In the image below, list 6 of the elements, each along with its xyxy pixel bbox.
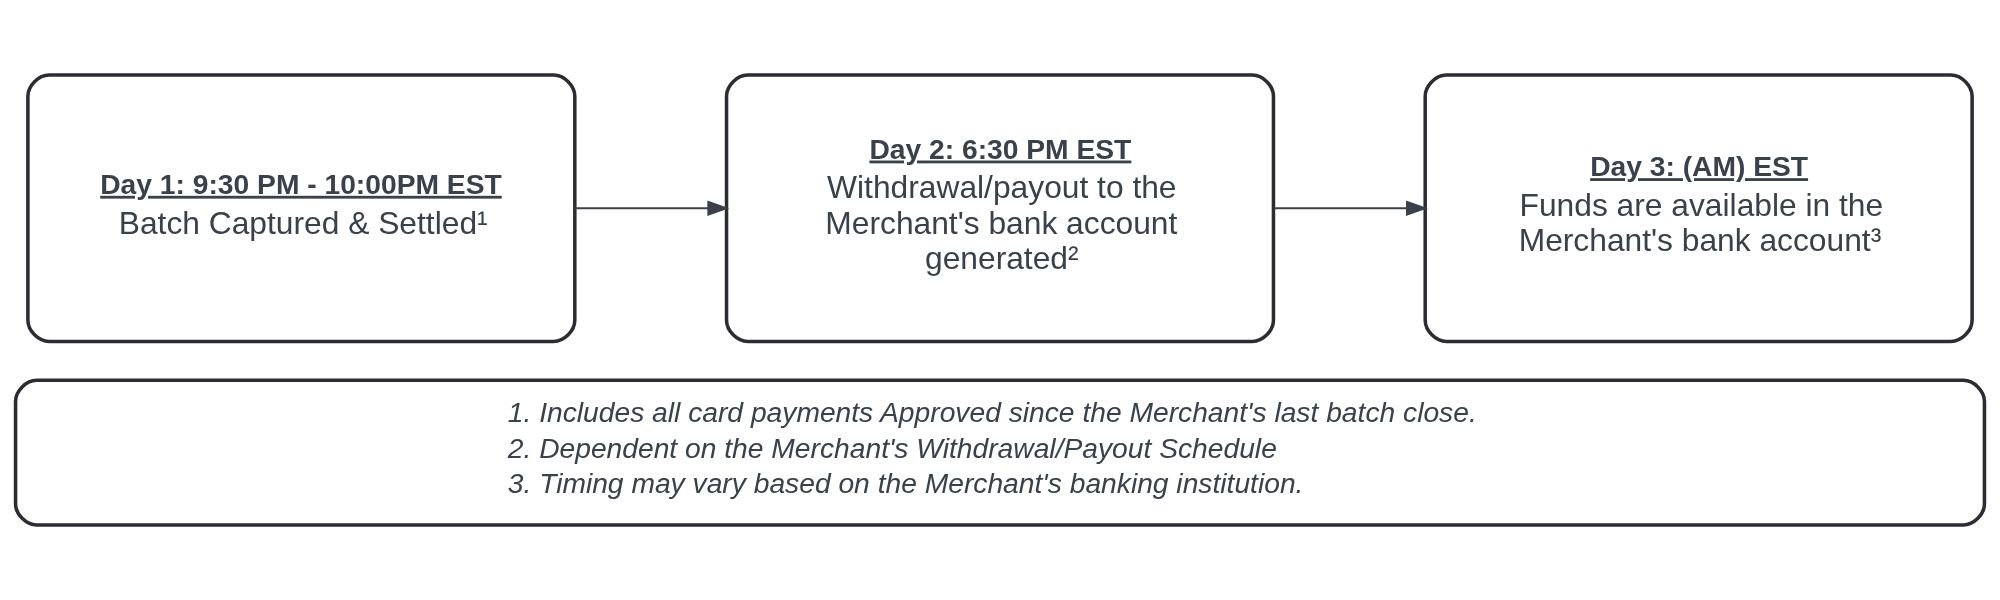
node-box: Day 3: (AM) EST Funds are available in the Merchant's bank account³: [1423, 73, 1974, 344]
arrow: [1273, 200, 1428, 216]
arrow: [574, 200, 730, 216]
node-box: 1. Includes all card payments Approved since the Merchant's last batch close. 2. Dependent on the Merchant's Withdrawal/Payout Schedule 3. Timing may vary based on the Merchant's banking institution.: [13, 378, 1987, 527]
node-box: Day 1: 9:30 PM - 10:00PM EST Batch Captured & Settled¹: [26, 73, 577, 344]
node-box: Day 2: 6:30 PM EST Withdrawal/payout to the Merchant's bank account generated²: [724, 73, 1276, 344]
